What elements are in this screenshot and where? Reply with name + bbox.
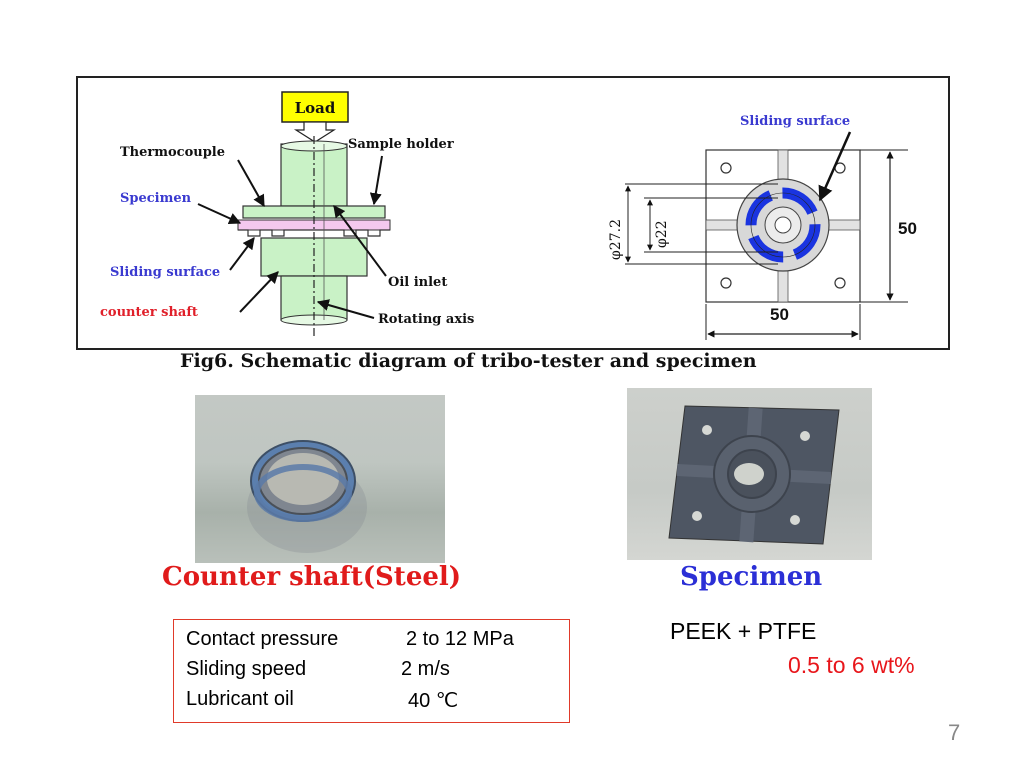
width-dimension-label: 50 — [770, 305, 789, 324]
condition-label: Lubricant oil — [186, 688, 294, 710]
condition-row-sliding-speed: Sliding speed 2 m/s — [186, 658, 450, 681]
specimen-label: Specimen — [120, 191, 192, 206]
outer-diameter-label: φ27.2 — [608, 219, 624, 260]
condition-label: Contact pressure — [186, 628, 339, 650]
counter-shaft-label: counter shaft — [100, 305, 198, 320]
load-arrow — [293, 121, 337, 143]
sample-holder-label: Sample holder — [348, 137, 454, 152]
material-content: 0.5 to 6 wt% — [788, 652, 915, 678]
condition-row-lubricant-oil: Lubricant oil 40 ℃ — [186, 688, 458, 712]
tribo-tester-schematic: Load Thermocouple Sample holder Specimen… — [100, 91, 917, 340]
condition-value: 40 ℃ — [408, 690, 459, 712]
load-box — [281, 91, 349, 123]
test-conditions-box: Contact pressure 2 to 12 MPa Sliding spe… — [173, 619, 570, 723]
specimen-caption: Specimen — [680, 562, 823, 592]
condition-value: 2 m/s — [401, 658, 450, 680]
figure-frame: Load Thermocouple Sample holder Specimen… — [76, 76, 950, 350]
oil-inlet-label: Oil inlet — [388, 275, 447, 290]
material-name: PEEK + PTFE — [670, 618, 817, 644]
condition-value: 2 to 12 MPa — [406, 628, 514, 650]
condition-label: Sliding speed — [186, 658, 307, 680]
specimen-photo — [627, 388, 872, 560]
page-number: 7 — [948, 720, 961, 745]
bearing-ring-image — [247, 440, 367, 553]
rotating-axis-label: Rotating axis — [378, 312, 474, 327]
thermocouple-label: Thermocouple — [120, 145, 225, 160]
sliding-surface-profile — [238, 229, 390, 237]
counter-shaft-photo — [195, 395, 445, 563]
specimen-top-view — [705, 149, 861, 303]
figure-caption: Fig6. Schematic diagram of tribo-tester … — [180, 350, 757, 372]
inner-diameter-label: φ22 — [654, 220, 670, 248]
sliding-surface-label: Sliding surface — [110, 265, 220, 280]
load-label: Load — [295, 99, 336, 117]
condition-row-contact-pressure: Contact pressure 2 to 12 MPa — [186, 628, 514, 651]
specimen-plate-image — [668, 405, 840, 545]
counter-shaft-caption: Counter shaft(Steel) — [162, 562, 462, 592]
height-dimension-label: 50 — [898, 219, 917, 238]
sliding-surface-top-label: Sliding surface — [740, 114, 850, 129]
